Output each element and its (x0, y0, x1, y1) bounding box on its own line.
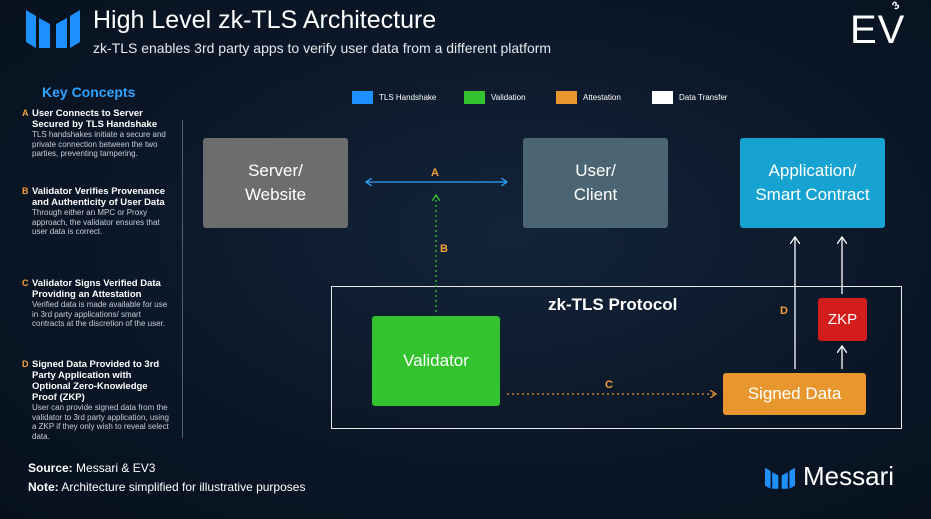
footer-note-value: Architecture simplified for illustrative… (61, 480, 306, 494)
server-website-node: Server/ Website (203, 138, 348, 228)
legend-swatch (652, 91, 673, 104)
edge-label-d: D (780, 305, 788, 317)
concept-heading: Validator Signs Verified Data Providing … (32, 278, 161, 300)
legend-swatch (556, 91, 577, 104)
sidebar-divider (182, 120, 183, 438)
signed-data-node: Signed Data (723, 373, 866, 415)
edge-label-a: A (431, 167, 439, 179)
zkp-label: ZKP (827, 310, 858, 328)
legend-label: TLS Handshake (379, 93, 437, 102)
concept-letter: C (22, 278, 29, 288)
concept-body: Verified data is made available for use … (32, 300, 168, 328)
validator-label: Validator (403, 351, 469, 370)
legend-swatch (352, 91, 373, 104)
legend-label: Data Transfer (679, 93, 728, 102)
footer-source-value: Messari & EV3 (76, 461, 156, 475)
validator-node: Validator (372, 316, 500, 406)
zk-tls-protocol-frame (331, 286, 902, 429)
concept-d: D Signed Data Provided to 3rd Party Appl… (22, 359, 172, 441)
server-website-label: Server/ Website (244, 161, 307, 204)
legend-label: Attestation (583, 93, 621, 102)
footer-note-label: Note: (28, 480, 59, 494)
concept-heading: User Connects to Server Secured by TLS H… (32, 108, 158, 130)
footer-source-label: Source: (28, 461, 73, 475)
application-smart-contract-label: Application/ Smart Contract (755, 161, 870, 204)
footer-note: Note: Architecture simplified for illust… (28, 480, 305, 494)
signed-data-label: Signed Data (747, 384, 842, 403)
concept-heading: Signed Data Provided to 3rd Party Applic… (32, 359, 160, 403)
concept-body: TLS handshakes initiate a secure and pri… (32, 130, 166, 158)
user-client-node: User/ Client (523, 138, 668, 228)
key-concepts-title: Key Concepts (42, 84, 136, 100)
messari-logo-icon (26, 10, 80, 48)
page-title: High Level zk-TLS Architecture (93, 6, 437, 34)
application-smart-contract-node: Application/ Smart Contract (740, 138, 885, 228)
concept-b: B Validator Verifies Provenance and Auth… (22, 186, 172, 237)
messari-brand-wordmark: Messari (803, 461, 895, 491)
ev3-logo: EV (850, 8, 906, 52)
concept-letter: D (22, 359, 29, 369)
user-client-label: User/ Client (573, 161, 618, 204)
legend-swatch (464, 91, 485, 104)
concept-c: C Validator Signs Verified Data Providin… (22, 278, 172, 329)
zkp-node: ZKP (818, 298, 867, 341)
legend-label: Validation (491, 93, 526, 102)
zk-tls-protocol-title: zk-TLS Protocol (548, 295, 678, 314)
concept-heading: Validator Verifies Provenance and Authen… (32, 186, 166, 208)
page-subtitle: zk-TLS enables 3rd party apps to verify … (93, 40, 552, 56)
footer-source: Source: Messari & EV3 (28, 461, 155, 475)
edge-label-b: B (440, 243, 448, 255)
concept-letter: B (22, 186, 29, 196)
concept-body: User can provide signed data from the va… (32, 403, 169, 441)
concept-letter: A (22, 108, 29, 118)
concept-body: Through either an MPC or Proxy approach,… (32, 208, 160, 236)
messari-brand-icon (765, 467, 795, 489)
concept-a: A User Connects to Server Secured by TLS… (22, 108, 172, 159)
edge-label-c: C (605, 379, 613, 391)
